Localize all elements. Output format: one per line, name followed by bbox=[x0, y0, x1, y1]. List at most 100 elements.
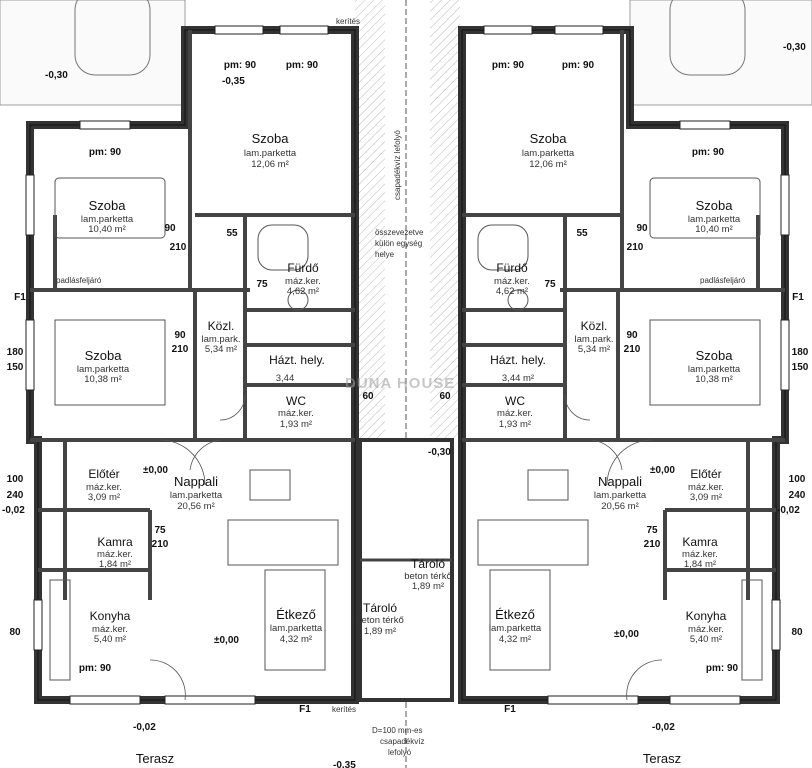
svg-text:1,89 m²: 1,89 m² bbox=[412, 581, 444, 592]
svg-text:Étkező: Étkező bbox=[276, 607, 316, 622]
svg-text:Fürdő: Fürdő bbox=[496, 261, 528, 275]
svg-text:Szoba: Szoba bbox=[696, 348, 734, 363]
level-l-top2: -0,35 bbox=[222, 76, 245, 87]
svg-text:240: 240 bbox=[7, 490, 24, 501]
svg-text:Kamra: Kamra bbox=[682, 535, 718, 549]
svg-text:4,62 m²: 4,62 m² bbox=[287, 286, 319, 297]
svg-text:máz.ker.: máz.ker. bbox=[285, 276, 321, 287]
room-l-szoba-top: Szoba lam.parketta 12,06 m² bbox=[244, 131, 297, 170]
room-r-eloter: Előtér máz.ker. 3,09 m² bbox=[688, 467, 724, 503]
svg-text:5,34 m²: 5,34 m² bbox=[205, 344, 237, 355]
svg-text:90: 90 bbox=[626, 330, 638, 341]
svg-text:lam.parketta: lam.parketta bbox=[270, 623, 323, 634]
lefolyo-bottom-2: csapadékvíz bbox=[380, 737, 424, 746]
level-r-bot: -0,02 bbox=[652, 722, 675, 733]
svg-text:210: 210 bbox=[152, 539, 169, 550]
svg-text:3,09 m²: 3,09 m² bbox=[88, 492, 120, 503]
windows bbox=[25, 25, 790, 705]
f1-left-side: F1 bbox=[14, 292, 26, 303]
room-l-terasz: Terasz bbox=[136, 751, 174, 766]
car-right bbox=[669, 0, 746, 76]
center-note-2: külön egység bbox=[375, 239, 422, 248]
level-r-main: ±0,00 bbox=[614, 629, 639, 640]
csapadekviz-top-label: csapadékvíz lefolyó bbox=[393, 130, 402, 200]
pm-label-1: pm: 90 bbox=[224, 60, 257, 71]
door-swings bbox=[149, 394, 663, 701]
svg-text:10,40 m²: 10,40 m² bbox=[695, 224, 733, 235]
svg-text:150: 150 bbox=[792, 362, 809, 373]
svg-text:1,93 m²: 1,93 m² bbox=[499, 419, 531, 430]
room-l-szoba-left: Szoba lam.parketta 10,40 m² bbox=[81, 198, 134, 235]
svg-text:máz.ker.: máz.ker. bbox=[97, 549, 133, 560]
svg-text:Konyha: Konyha bbox=[90, 609, 131, 623]
room-l-wc: WC máz.ker. 1,93 m² bbox=[278, 394, 314, 430]
svg-text:lam.parketta: lam.parketta bbox=[594, 490, 647, 501]
svg-text:lam.parketta: lam.parketta bbox=[688, 364, 741, 375]
svg-text:Házt. hely.: Házt. hely. bbox=[490, 353, 546, 367]
room-l-nappali: Nappali lam.parketta 20,56 m² bbox=[170, 474, 223, 512]
room-r-nappali: Nappali lam.parketta 20,56 m² bbox=[594, 474, 647, 512]
pm-label-6: pm: 90 bbox=[692, 147, 725, 158]
svg-text:WC: WC bbox=[286, 394, 306, 408]
level-center-mid: -0,30 bbox=[428, 447, 451, 458]
dimension-labels: 90 210 180 150 55 75 180 150 90 210 55 7… bbox=[7, 223, 809, 638]
svg-text:beton térkő: beton térkő bbox=[404, 571, 452, 582]
pm-label-2: pm: 90 bbox=[286, 60, 319, 71]
room-r-kozl: Közl. lam.park. 5,34 m² bbox=[574, 319, 613, 355]
room-r-konyha: Konyha máz.ker. 5,40 m² bbox=[686, 609, 727, 645]
svg-text:210: 210 bbox=[644, 539, 661, 550]
room-l-eloter: Előtér máz.ker. 3,09 m² bbox=[86, 467, 122, 503]
svg-text:3,44 m²: 3,44 m² bbox=[502, 373, 534, 384]
svg-text:Szoba: Szoba bbox=[89, 198, 127, 213]
car-left bbox=[74, 0, 151, 76]
svg-text:5,40 m²: 5,40 m² bbox=[690, 634, 722, 645]
pm-label-8: pm: 90 bbox=[706, 663, 739, 674]
svg-text:210: 210 bbox=[627, 242, 644, 253]
svg-text:80: 80 bbox=[791, 627, 803, 638]
svg-text:60: 60 bbox=[362, 391, 374, 402]
svg-text:lam.park.: lam.park. bbox=[201, 334, 240, 345]
svg-text:Közl.: Közl. bbox=[581, 319, 608, 333]
svg-text:12,06 m²: 12,06 m² bbox=[529, 159, 567, 170]
room-tarolo-bottom: Tároló beton térkő 1,89 m² bbox=[356, 601, 404, 637]
room-r-szoba-right: Szoba lam.parketta 10,40 m² bbox=[688, 198, 741, 235]
lefolyo-bottom-3: lefolyó bbox=[388, 748, 412, 757]
kerites-top-label: kerítés bbox=[336, 17, 360, 26]
svg-text:55: 55 bbox=[226, 228, 238, 239]
svg-text:10,40 m²: 10,40 m² bbox=[88, 224, 126, 235]
f1-right-side: F1 bbox=[792, 292, 804, 303]
svg-text:210: 210 bbox=[170, 242, 187, 253]
svg-text:WC: WC bbox=[505, 394, 525, 408]
svg-text:75: 75 bbox=[646, 525, 658, 536]
svg-text:180: 180 bbox=[7, 347, 24, 358]
svg-text:90: 90 bbox=[636, 223, 648, 234]
svg-text:Szoba: Szoba bbox=[696, 198, 734, 213]
svg-text:Szoba: Szoba bbox=[252, 131, 290, 146]
svg-text:5,34 m²: 5,34 m² bbox=[578, 344, 610, 355]
level-center-bot: -0,35 bbox=[333, 760, 356, 768]
room-r-szoba-top: Szoba lam.parketta 12,06 m² bbox=[522, 131, 575, 170]
room-r-haztart: Házt. hely. 3,44 m² bbox=[490, 353, 546, 384]
padlasfeljaro-left: padlásfeljáró bbox=[56, 276, 102, 285]
center-note-1: összevezetve bbox=[375, 228, 424, 237]
level-r-eloter: ±0,00 bbox=[650, 465, 675, 476]
svg-text:máz.ker.: máz.ker. bbox=[497, 408, 533, 419]
level-r-out: -0,02 bbox=[777, 505, 800, 516]
svg-text:1,84 m²: 1,84 m² bbox=[684, 559, 716, 570]
center-storage bbox=[358, 438, 454, 702]
room-r-furdo: Fürdő máz.ker. 4,62 m² bbox=[494, 261, 530, 297]
svg-text:75: 75 bbox=[544, 279, 556, 290]
f1-left-bottom: F1 bbox=[299, 704, 311, 715]
room-l-konyha: Konyha máz.ker. 5,40 m² bbox=[90, 609, 131, 645]
svg-text:55: 55 bbox=[576, 228, 588, 239]
svg-text:máz.ker.: máz.ker. bbox=[278, 408, 314, 419]
svg-text:80: 80 bbox=[9, 627, 21, 638]
svg-text:100: 100 bbox=[7, 474, 24, 485]
svg-text:Nappali: Nappali bbox=[174, 474, 218, 489]
driveway-left bbox=[0, 0, 186, 106]
svg-text:1,89 m²: 1,89 m² bbox=[364, 626, 396, 637]
kerites-bottom-label: kerítés bbox=[332, 705, 356, 714]
svg-text:lam.parketta: lam.parketta bbox=[170, 490, 223, 501]
svg-text:1,84 m²: 1,84 m² bbox=[99, 559, 131, 570]
pm-label-4: pm: 90 bbox=[562, 60, 595, 71]
